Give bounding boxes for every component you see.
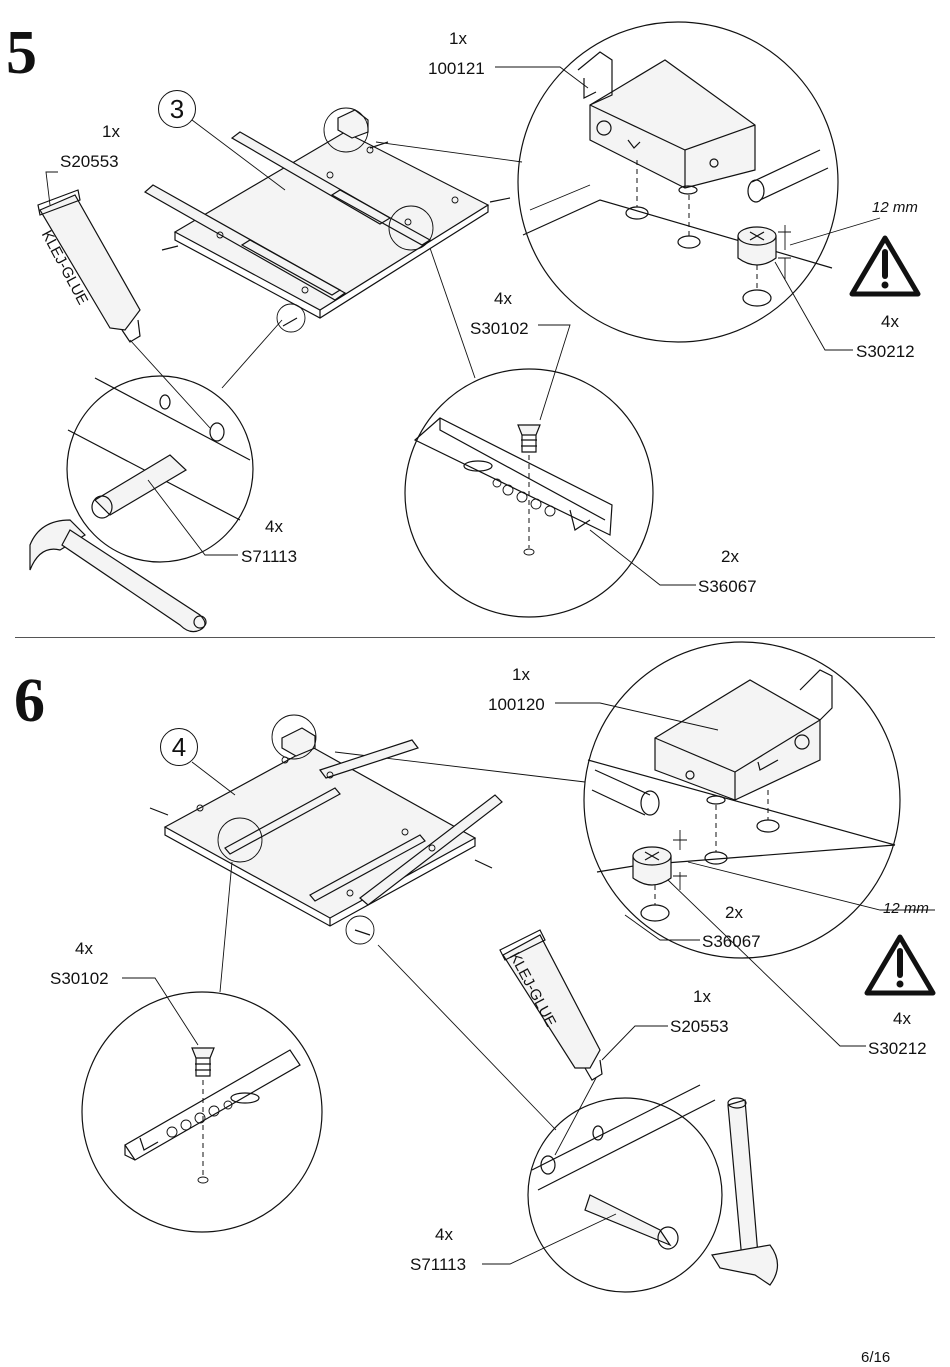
- bracket-qty: 1x: [512, 665, 530, 684]
- runner-code: S36067: [702, 932, 761, 951]
- step-divider: [15, 637, 935, 638]
- mm-note: 12 mm: [883, 900, 929, 917]
- cam-qty: 4x: [893, 1009, 911, 1028]
- screw-code: S30102: [470, 319, 529, 338]
- detail-circle-screw-6: [81, 991, 323, 1233]
- dowel-icon: [584, 1194, 679, 1250]
- step-number-6: 6: [14, 667, 45, 735]
- dowel-code: S71113: [241, 547, 298, 566]
- dowel-icon: [91, 454, 187, 519]
- glue-qty: 1x: [102, 122, 120, 141]
- cam-code: S30212: [856, 342, 915, 361]
- warning-icon: [849, 235, 921, 297]
- runner-qty: 2x: [725, 903, 743, 922]
- bracket-qty: 1x: [449, 29, 467, 48]
- glue-code: S20553: [670, 1017, 729, 1036]
- screw-qty: 4x: [75, 939, 93, 958]
- screw-icon: [517, 424, 541, 453]
- panel-badge-3: 3: [158, 90, 196, 128]
- dowel-code: S71113: [410, 1255, 467, 1274]
- runner-qty: 2x: [721, 547, 739, 566]
- bracket-code: 100121: [428, 59, 485, 78]
- glue-tube-icon: [37, 189, 141, 343]
- bracket-icon: [577, 51, 756, 195]
- bracket-icon: [654, 669, 833, 805]
- cam-lock-icon: [737, 226, 777, 266]
- cam-qty: 4x: [881, 312, 899, 331]
- step-number-5: 5: [6, 19, 37, 87]
- detail-circle-bracket: [517, 21, 839, 343]
- detail-circle-dowel: [66, 375, 254, 563]
- cam-code: S30212: [868, 1039, 927, 1058]
- detail-circle-bracket-6: [583, 641, 901, 959]
- panel-4: [149, 727, 503, 936]
- screw-code: S30102: [50, 969, 109, 988]
- hammer-icon: [711, 1097, 779, 1286]
- dowel-qty: 4x: [265, 517, 283, 536]
- panel-3: [143, 109, 511, 327]
- page-number: 6/16: [861, 1349, 891, 1366]
- glue-qty: 1x: [693, 987, 711, 1006]
- warning-icon: [864, 934, 936, 996]
- glue-code: S20553: [60, 152, 119, 171]
- mm-note: 12 mm: [872, 199, 918, 216]
- hammer-icon: [29, 519, 207, 633]
- bracket-code: 100120: [488, 695, 545, 714]
- cam-lock-icon: [632, 846, 672, 886]
- dowel-qty: 4x: [435, 1225, 453, 1244]
- detail-circle-dowel-6: [527, 1097, 723, 1293]
- runner-code: S36067: [698, 577, 757, 596]
- glue-tube-icon: [499, 929, 603, 1081]
- screw-qty: 4x: [494, 289, 512, 308]
- screw-icon: [191, 1047, 215, 1077]
- detail-circle-screw: [404, 368, 654, 618]
- panel-badge-4: 4: [160, 728, 198, 766]
